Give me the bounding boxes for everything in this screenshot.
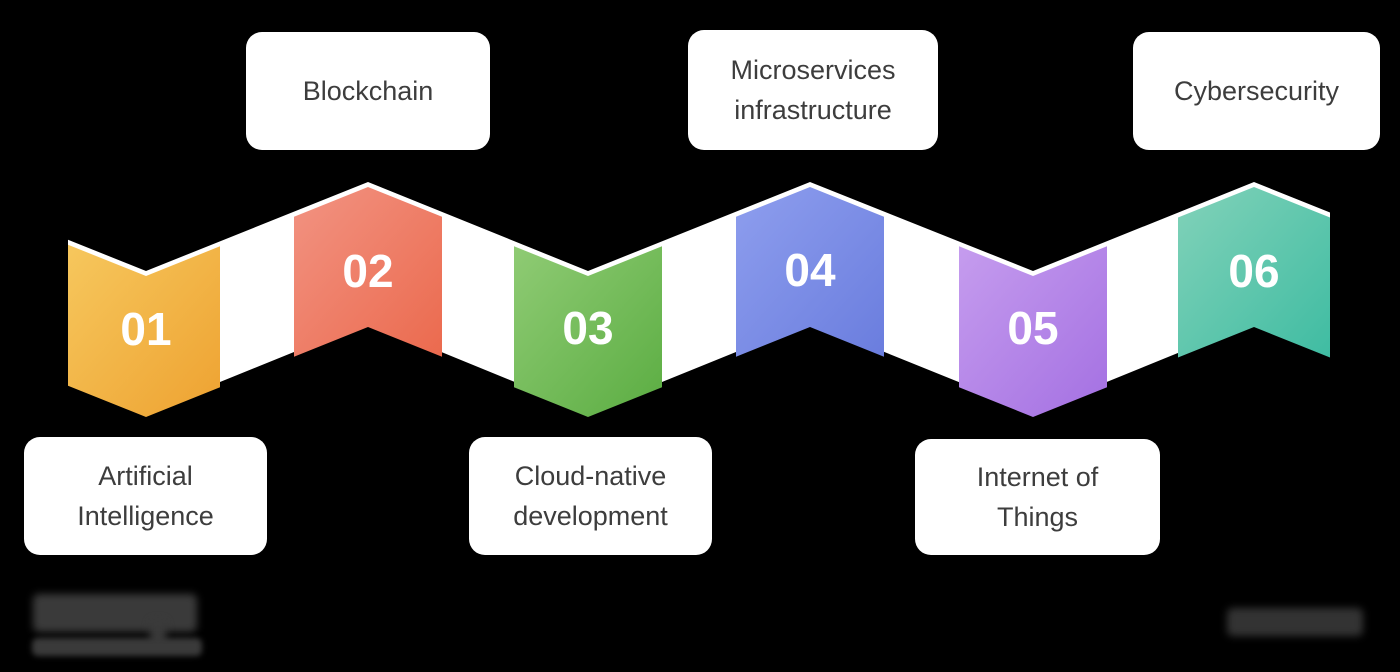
card-label-line: infrastructure [734, 95, 892, 125]
step-number-02: 02 [342, 245, 393, 297]
ribbon-segment-03 [514, 246, 662, 417]
step-number-04: 04 [784, 244, 836, 296]
step-number-01: 01 [120, 303, 171, 355]
blurred-text-bottom-right [1227, 608, 1363, 636]
label-card-microservices-infrastructure: Microservices infrastructure [688, 30, 938, 150]
blurred-logo-tagline [32, 638, 202, 656]
ribbon-segment-05 [959, 246, 1107, 417]
ribbon-segment-02 [294, 187, 442, 357]
ribbon-segment-01 [68, 244, 220, 417]
card-label-line: Cybersecurity [1173, 76, 1340, 106]
ribbon-segment-06 [1178, 187, 1330, 358]
blurred-logo-wordmark [33, 594, 197, 632]
card-label-line: development [513, 501, 668, 531]
card-label-line: Intelligence [77, 501, 214, 531]
card-label-line: Things [996, 502, 1079, 532]
step-number-03: 03 [562, 302, 613, 354]
label-card-cloud-native-development: Cloud-native development [469, 437, 712, 555]
card-label-line: Cloud-native [514, 461, 667, 491]
ribbon-segment-04 [736, 187, 884, 357]
ribbon-band [68, 182, 1330, 412]
card-label-line: Artificial [98, 461, 193, 491]
label-card-cybersecurity: Cybersecurity [1133, 32, 1380, 150]
step-number-05: 05 [1007, 302, 1058, 354]
step-number-06: 06 [1228, 245, 1279, 297]
card-label-line: Microservices [730, 55, 896, 85]
label-card-artificial-intelligence: Artificial Intelligence [24, 437, 267, 555]
card-label-line: Internet of [976, 462, 1099, 492]
label-card-blockchain: Blockchain [246, 32, 490, 150]
card-label-line: Blockchain [302, 76, 434, 106]
label-card-internet-of-things: Internet of Things [915, 439, 1160, 555]
